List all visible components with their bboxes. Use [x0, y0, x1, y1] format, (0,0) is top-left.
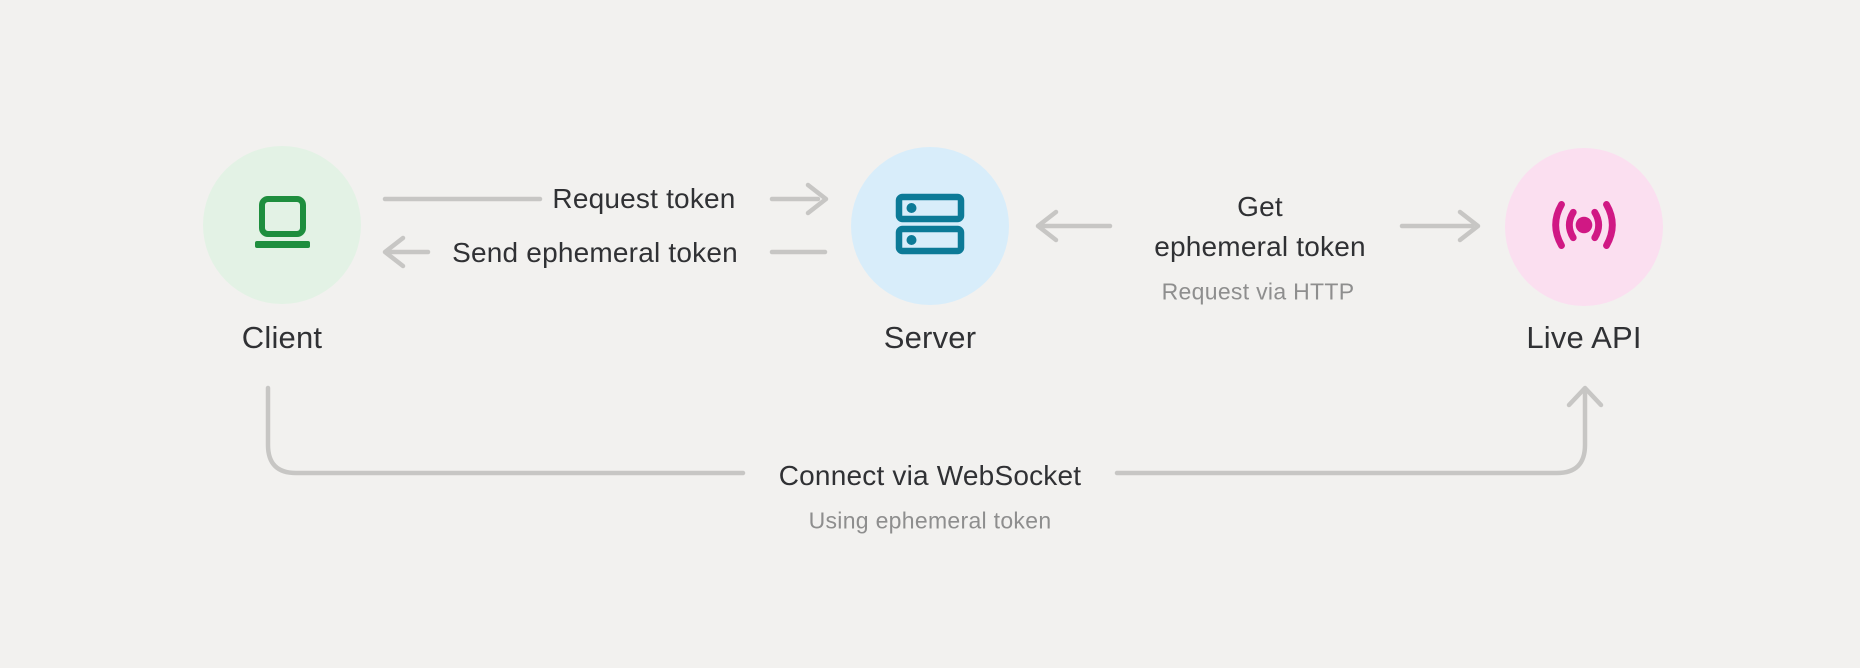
edge-label-get-ephemeral-token: Get ephemeral token — [1154, 191, 1366, 262]
node-server — [851, 147, 1009, 305]
connect-websocket-path — [265, 385, 1604, 476]
node-live-api — [1505, 148, 1663, 306]
edge-label-send-ephemeral-token: Send ephemeral token — [452, 237, 738, 268]
edge-label-request-token: Request token — [552, 183, 736, 214]
request-token-arrow — [382, 182, 829, 216]
edge-sublabel-using-ephemeral-token: Using ephemeral token — [808, 507, 1052, 534]
server-rack-icon — [895, 193, 965, 260]
node-client — [203, 146, 361, 304]
get-ephemeral-token-arrow-to-server — [1035, 209, 1113, 243]
send-ephemeral-token-arrow — [382, 235, 828, 269]
edge-sublabel-request-via-http: Request via HTTP — [1161, 278, 1355, 305]
get-ephemeral-token-arrow-to-live-api — [1399, 209, 1481, 243]
node-label-live-api: Live API — [1526, 320, 1642, 355]
node-label-client: Client — [241, 320, 323, 355]
edge-label-connect-websocket: Connect via WebSocket — [778, 460, 1082, 491]
node-label-server: Server — [883, 320, 977, 355]
live-broadcast-icon — [1541, 200, 1627, 255]
laptop-icon — [251, 195, 313, 256]
